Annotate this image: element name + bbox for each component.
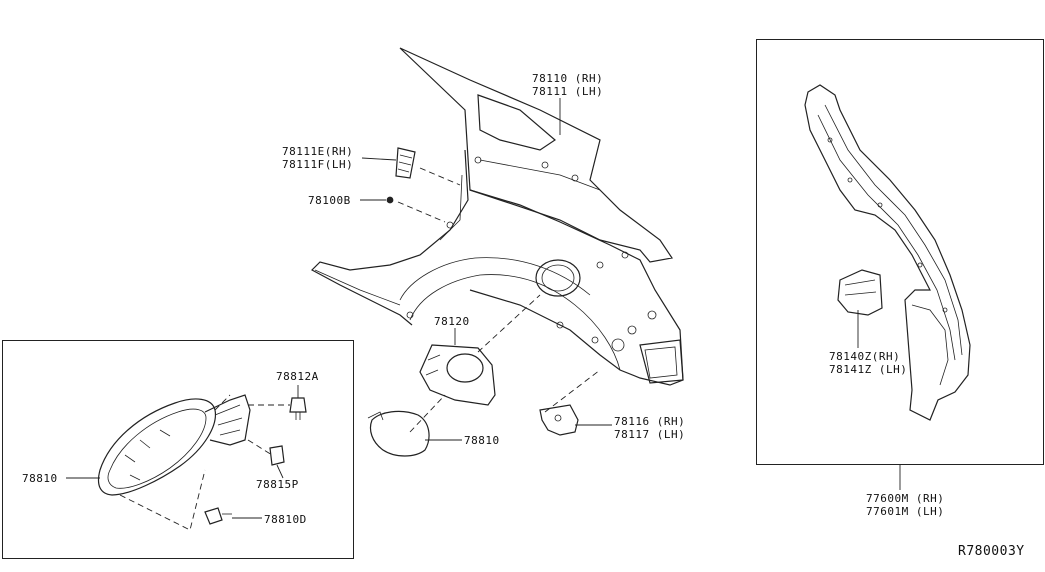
label-78100B: 78100B <box>308 194 351 207</box>
label-78810-inset: 78810 <box>22 472 58 485</box>
label-78810-main: 78810 <box>464 434 500 447</box>
fuel-lid-78810-drawing <box>367 410 430 457</box>
label-78111: 78111 (LH) <box>532 85 604 98</box>
label-78110: 78110 (RH) <box>532 72 604 85</box>
label-78111F: 78111F(LH) <box>282 158 354 171</box>
diagram-id: R780003Y <box>958 544 1025 559</box>
label-77601M: 77601M (LH) <box>866 505 945 518</box>
bracket-78111E-drawing <box>395 147 416 179</box>
assembly-guide-lines <box>397 167 601 433</box>
leader-lines <box>360 98 901 490</box>
filler-housing-78120-drawing <box>419 344 496 406</box>
fuel-lid-inset-drawing <box>66 385 307 531</box>
label-78141Z: 78141Z (LH) <box>829 363 908 376</box>
inset-frame-wheelhouse <box>756 39 1044 465</box>
label-78812A: 78812A <box>276 370 319 383</box>
bracket-78116-drawing <box>539 404 579 436</box>
inset-frame-fuel-lid <box>2 340 354 559</box>
label-78810D: 78810D <box>264 513 307 526</box>
clip-78100B-drawing <box>386 196 394 204</box>
label-78116: 78116 (RH) <box>614 415 686 428</box>
label-78140Z: 78140Z(RH) <box>829 350 901 363</box>
label-77600M: 77600M (RH) <box>866 492 945 505</box>
rear-fender-panel-drawing <box>311 47 684 386</box>
label-78111E: 78111E(RH) <box>282 145 354 158</box>
label-78117: 78117 (LH) <box>614 428 686 441</box>
wheelhouse-panel-drawing <box>804 84 971 421</box>
label-78120: 78120 <box>434 315 470 328</box>
label-78815P: 78815P <box>256 478 299 491</box>
